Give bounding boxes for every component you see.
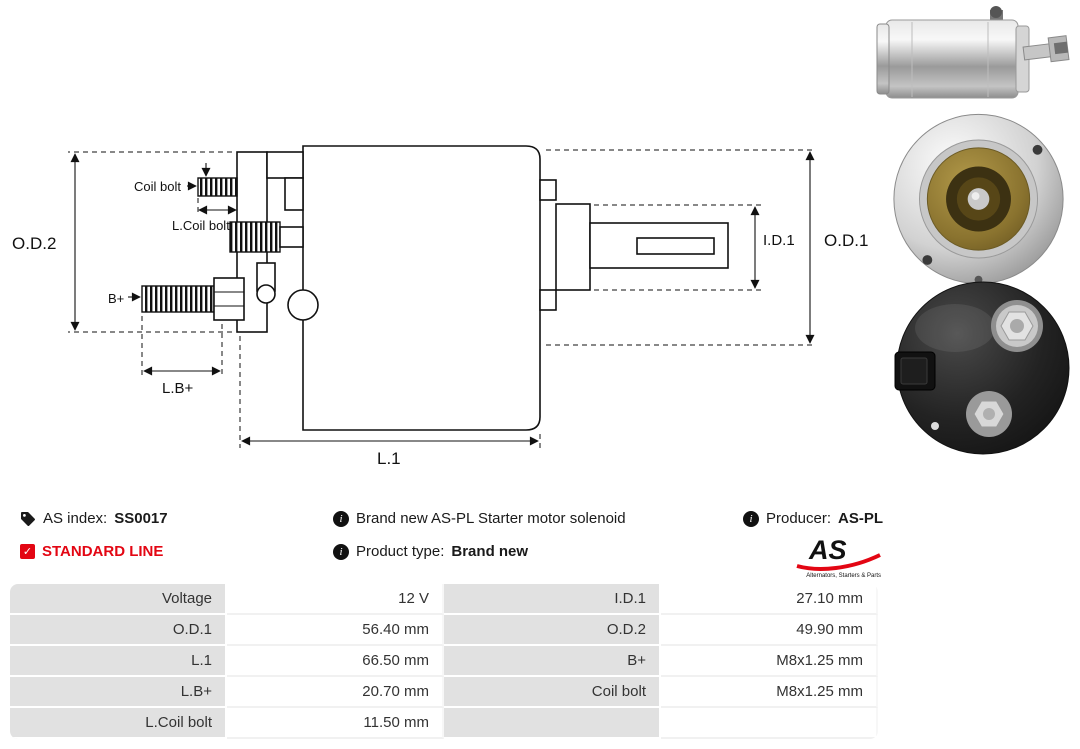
info-icon [333,510,349,527]
technical-diagram: O.D.2 O.D.1 I.D.1 L.1 L.B+ B+ [12,145,868,468]
product-photo-front-view[interactable] [888,110,1070,293]
logo-swoosh-icon [796,553,881,571]
spec-value: 56.40 mm [227,615,444,646]
dim-od2: O.D.2 [12,151,232,333]
spec-label: Coil bolt [444,677,661,708]
dim-b-plus: B+ [108,291,141,306]
brand-logo: AS Alternators, Starters & Parts [793,533,883,586]
spec-label: L.Coil bolt [10,708,227,739]
dim-od1: O.D.1 [546,149,868,346]
spec-value: 66.50 mm [227,646,444,677]
dim-l-coil-bolt: L.Coil bolt [172,198,238,233]
producer-label: Producer: [766,510,832,527]
dim-label-l1: L.1 [377,449,401,468]
product-photo-back-view[interactable] [893,278,1073,463]
brand-logo-text: AS [808,535,847,565]
as-index: AS index: SS0017 [20,510,168,527]
brand-logo-tagline: Alternators, Starters & Parts [806,573,881,579]
dim-id1: I.D.1 [594,204,795,291]
spec-value: M8x1.25 mm [661,677,878,708]
spec-value: 11.50 mm [227,708,444,739]
spec-label: B+ [444,646,661,677]
spec-value: 20.70 mm [227,677,444,708]
info-icon [333,543,349,560]
product-description: Brand new AS-PL Starter motor solenoid [333,510,626,527]
dim-l1: L.1 [239,336,541,468]
product-type-value: Brand new [451,543,529,560]
spec-value: 49.90 mm [661,615,878,646]
producer: Producer: AS-PL [743,510,883,527]
dim-label-od1: O.D.1 [824,231,868,250]
spec-label: O.D.1 [10,615,227,646]
info-icon [743,510,759,527]
dim-lb-plus: L.B+ [141,316,223,397]
dim-label-od2: O.D.2 [12,234,56,253]
standard-line: STANDARD LINE [20,543,163,560]
tag-icon [20,511,36,527]
as-index-label: AS index: [43,510,108,527]
spec-label: I.D.1 [444,584,661,615]
dim-label-coil-bolt: Coil bolt [134,179,181,194]
producer-value: AS-PL [838,510,884,527]
description-text: Brand new AS-PL Starter motor solenoid [356,510,626,527]
spec-table: Voltage 12 V I.D.1 27.10 mm O.D.1 56.40 … [10,584,878,739]
spec-value: 27.10 mm [661,584,878,615]
product-type: Product type: Brand new [333,543,528,560]
spec-label: L.B+ [10,677,227,708]
spec-value: 12 V [227,584,444,615]
spec-label: Voltage [10,584,227,615]
spec-label [444,708,661,739]
spec-label: L.1 [10,646,227,677]
dim-label-id1: I.D.1 [763,232,795,249]
b-plus-bolt [141,277,245,321]
spec-value: M8x1.25 mm [661,646,878,677]
as-index-value: SS0017 [114,510,168,527]
dim-label-lb-plus: L.B+ [162,380,194,397]
dim-label-b-plus: B+ [108,291,124,306]
product-photo-side-view[interactable] [872,4,1072,117]
coil-bolt [197,177,238,197]
standard-line-label: STANDARD LINE [42,543,164,560]
product-type-label: Product type: [356,543,445,560]
dim-label-l-coil-bolt: L.Coil bolt [172,218,230,233]
checkbox-check-icon [20,544,35,559]
product-info-section: AS index: SS0017 Brand new AS-PL Starter… [0,503,1080,581]
dim-coil-bolt: Coil bolt [134,163,211,194]
solenoid-body [229,145,729,431]
spec-value [661,708,878,739]
spec-label: O.D.2 [444,615,661,646]
